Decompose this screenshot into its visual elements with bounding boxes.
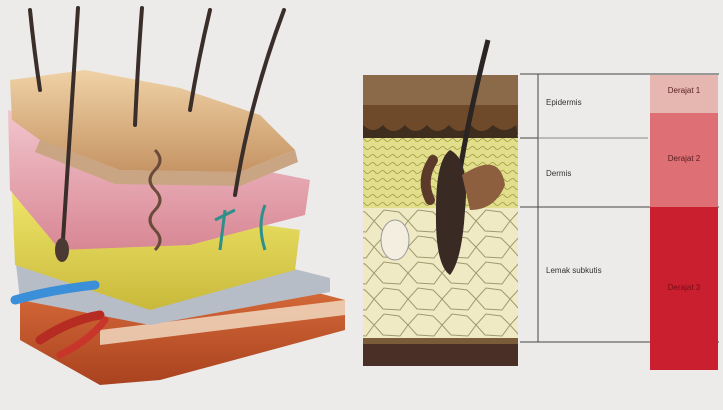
skin-3d-block bbox=[8, 8, 345, 385]
label-epidermis: Epidermis bbox=[546, 98, 582, 107]
degree-3-label: Derajat 3 bbox=[651, 283, 717, 292]
degree-1-label: Derajat 1 bbox=[651, 86, 717, 95]
skin-cross-section bbox=[363, 40, 518, 366]
degree-2-label: Derajat 2 bbox=[651, 154, 717, 163]
label-subcutis: Lemak subkutis bbox=[546, 266, 602, 275]
label-dermis: Dermis bbox=[546, 169, 571, 178]
